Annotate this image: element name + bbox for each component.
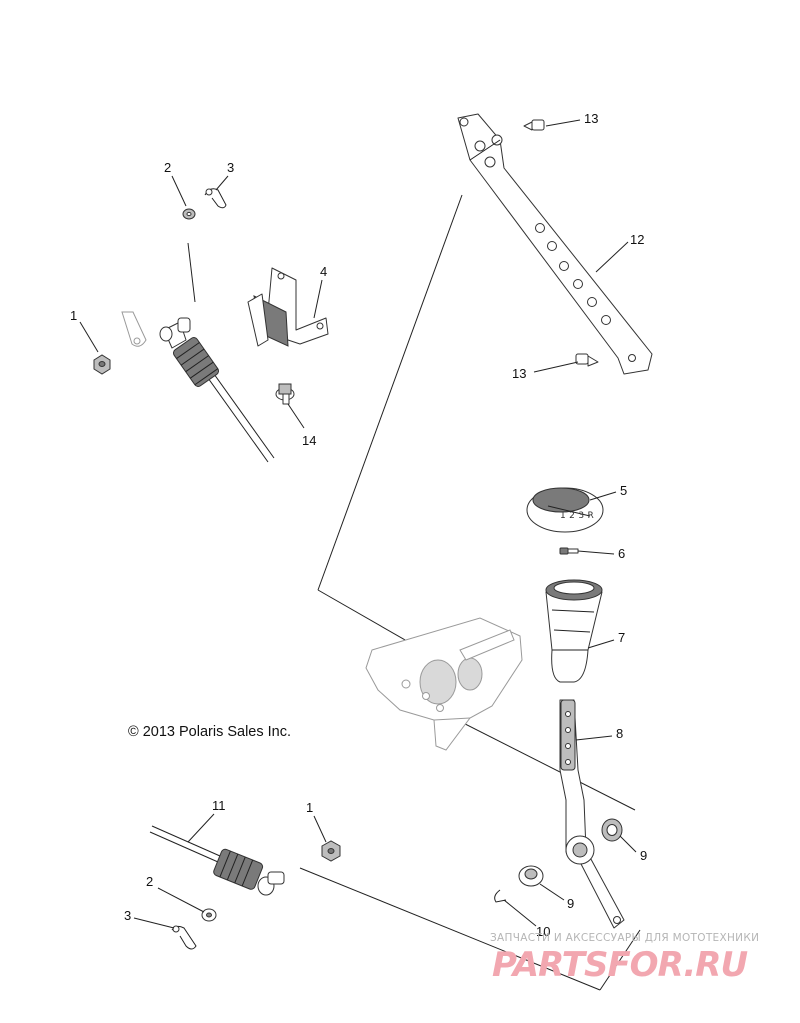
washer-upper bbox=[182, 208, 196, 220]
nut-lower bbox=[321, 840, 341, 862]
shifter-mount-bracket bbox=[365, 617, 523, 751]
callout-1-lower: 1 bbox=[306, 800, 313, 815]
shift-lever bbox=[559, 699, 625, 929]
callout-2-upper: 2 bbox=[164, 160, 171, 175]
callout-10: 10 bbox=[536, 924, 550, 939]
flange-bolt bbox=[275, 383, 295, 405]
hairpin-clip-lower bbox=[171, 925, 197, 950]
shift-knob-cap: 1 2 3 R bbox=[526, 487, 604, 533]
callout-14: 14 bbox=[302, 433, 316, 448]
callout-8: 8 bbox=[616, 726, 623, 741]
screw-upper bbox=[523, 119, 545, 131]
nut-upper bbox=[93, 354, 111, 375]
screw-lower bbox=[575, 353, 599, 367]
callout-9-lower: 9 bbox=[567, 896, 574, 911]
knob-screw bbox=[559, 547, 579, 555]
callout-3-lower: 3 bbox=[124, 908, 131, 923]
lower-cable-assembly bbox=[149, 825, 285, 896]
bushing-lower bbox=[518, 865, 544, 887]
callout-5: 5 bbox=[620, 483, 627, 498]
hairpin-clip-upper bbox=[204, 188, 227, 209]
callout-12: 12 bbox=[630, 232, 644, 247]
callout-13-upper: 13 bbox=[584, 111, 598, 126]
bushing-upper bbox=[601, 818, 623, 842]
cable-bracket bbox=[247, 267, 329, 347]
callout-9-upper: 9 bbox=[640, 848, 647, 863]
watermark-logo: PARTSFOR.RU bbox=[492, 945, 747, 985]
callout-4: 4 bbox=[320, 264, 327, 279]
svg-text:1 2 3 R: 1 2 3 R bbox=[560, 511, 594, 521]
washer-lower bbox=[201, 908, 217, 922]
callout-2-lower: 2 bbox=[146, 874, 153, 889]
shift-support-bar bbox=[457, 113, 653, 375]
callout-6: 6 bbox=[618, 546, 625, 561]
callout-11: 11 bbox=[212, 798, 226, 813]
watermark-caption: ЗАПЧАСТИ И АКСЕССУАРЫ ДЛЯ МОТОТЕХНИКИ bbox=[490, 932, 759, 944]
callout-7: 7 bbox=[618, 630, 625, 645]
callout-labels: 1 2 3 4 14 13 12 13 5 6 7 8 9 9 10 11 1 … bbox=[70, 111, 647, 939]
callout-13-lower: 13 bbox=[512, 366, 526, 381]
watermark: ЗАПЧАСТИ И АКСЕССУАРЫ ДЛЯ МОТОТЕХНИКИ PA… bbox=[490, 932, 759, 985]
leader-lines bbox=[79, 119, 637, 929]
shift-knob bbox=[545, 579, 603, 683]
upper-cable-assembly bbox=[121, 311, 275, 463]
e-clip bbox=[494, 889, 507, 903]
callout-1-upper: 1 bbox=[70, 308, 77, 323]
copyright-notice: © 2013 Polaris Sales Inc. bbox=[128, 724, 291, 740]
callout-3-upper: 3 bbox=[227, 160, 234, 175]
